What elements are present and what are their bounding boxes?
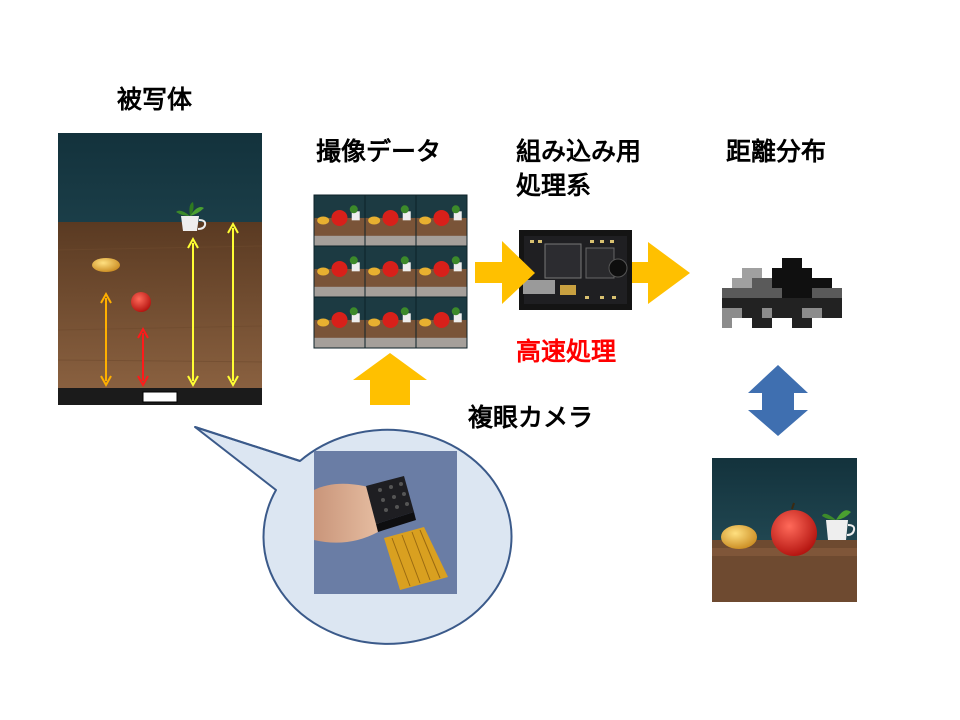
right-arrow-to-distance-map — [632, 242, 690, 304]
potato-object — [92, 258, 120, 272]
camera-position-marker — [142, 391, 178, 403]
plant-object — [822, 510, 856, 540]
captured-data-label: 撮像データ — [316, 137, 442, 166]
compound-eye-camera-label: 複眼カメラ — [468, 403, 594, 432]
embedded-system-label-line2: 処理系 — [516, 171, 592, 200]
camera-module-photo — [314, 451, 457, 594]
high-speed-processing-label: 高速処理 — [516, 337, 617, 366]
double-arrow — [748, 365, 808, 436]
plant-object — [176, 202, 207, 231]
apple-object — [771, 510, 817, 556]
subject-label: 被写体 — [117, 85, 193, 114]
captured-data-image — [313, 194, 468, 349]
right-arrow-to-processor — [475, 241, 535, 304]
apple-object — [131, 292, 151, 312]
result-photo — [712, 458, 857, 602]
up-arrow — [353, 353, 427, 405]
potato-object — [721, 525, 757, 549]
processing-board-photo — [519, 230, 632, 310]
embedded-system-label-line1: 組み込み用 — [516, 137, 642, 166]
distance-map-image — [722, 258, 842, 328]
camera-callout — [194, 426, 513, 645]
subject-photo — [57, 133, 263, 405]
distance-map-label: 距離分布 — [726, 137, 827, 166]
